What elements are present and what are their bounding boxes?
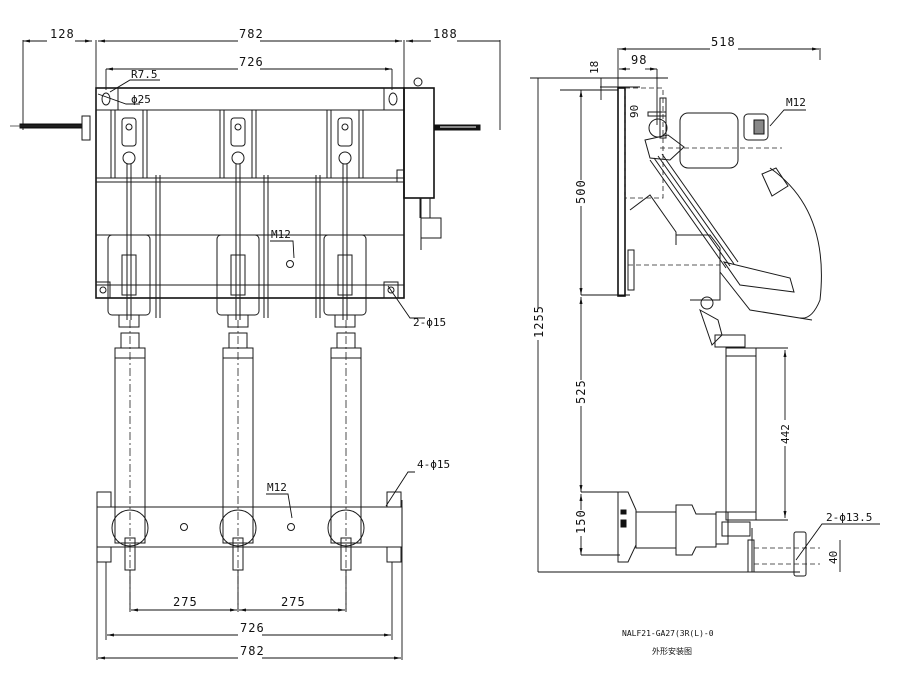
dim-middle-height: 525 [574,379,588,404]
drawing-code: NALF21-GA27(3R(L)-0 [622,629,714,638]
dim-mounting-width-top: 726 [239,55,264,69]
dim-pole-pitch-1: 275 [173,595,198,609]
pole-1-upper [107,109,161,328]
dim-overall-height: 1255 [532,305,546,338]
side-mounting-plate [617,87,667,297]
pole-2-upper [216,109,321,328]
callout-slot-holes: 2-ϕ13.5 [826,511,872,524]
callout-base-holes: 4-ϕ15 [417,458,450,471]
callout-hole-diameter: ϕ25 [131,93,151,106]
arc-guard [769,167,822,319]
callout-radius: R7.5 [131,68,158,81]
side-lower-mechanism [699,296,746,348]
side-upper-contact: M12 [644,96,806,169]
front-view: 128 782 188 726 [10,27,501,660]
dim-mounting-width-bottom: 726 [240,621,265,635]
drawing-caption: 外形安装图 [652,646,692,656]
side-vertical-dimensions: 1255 500 525 150 [530,78,800,573]
side-view: 518 98 18 90 1255 500 [530,35,880,656]
callout-thread-upper: M12 [271,228,291,241]
frame [95,87,405,299]
dim-offset-18: 18 [588,61,601,74]
side-top-dimensions: 518 98 18 90 [530,35,821,125]
side-insulator [617,491,755,573]
dim-overall-depth: 518 [711,35,736,49]
dim-slot-spacing: 40 [827,551,840,564]
top-dimensions: 128 782 188 726 [22,27,501,130]
dim-overall-width-top: 782 [239,27,264,41]
dim-offset-90: 90 [628,105,641,118]
callout-thread-lower: M12 [267,481,287,494]
dim-left-overhang: 128 [50,27,75,41]
callout-side-thread: M12 [786,96,806,109]
dim-overall-width-bottom: 782 [240,644,265,658]
dim-offset-98: 98 [631,53,647,67]
pole-3-upper [323,109,367,328]
dim-lower-height: 150 [574,509,588,534]
fuse-tubes [114,320,362,610]
dim-upper-height: 500 [574,179,588,204]
callout-upper-holes: 2-ϕ15 [413,316,446,329]
bottom-dimensions: 275 275 726 782 [98,570,401,660]
side-slot-holes: 2-ϕ13.5 40 [754,511,880,577]
side-fuse: 442 [725,347,792,521]
dim-pole-pitch-2: 275 [281,595,306,609]
dim-right-overhang: 188 [433,27,458,41]
dim-fuse-length: 442 [779,424,792,444]
operating-mechanism [396,77,481,250]
side-blade [628,153,813,321]
left-shaft [10,115,91,141]
pole-upper-group [107,109,367,328]
base [96,491,403,660]
